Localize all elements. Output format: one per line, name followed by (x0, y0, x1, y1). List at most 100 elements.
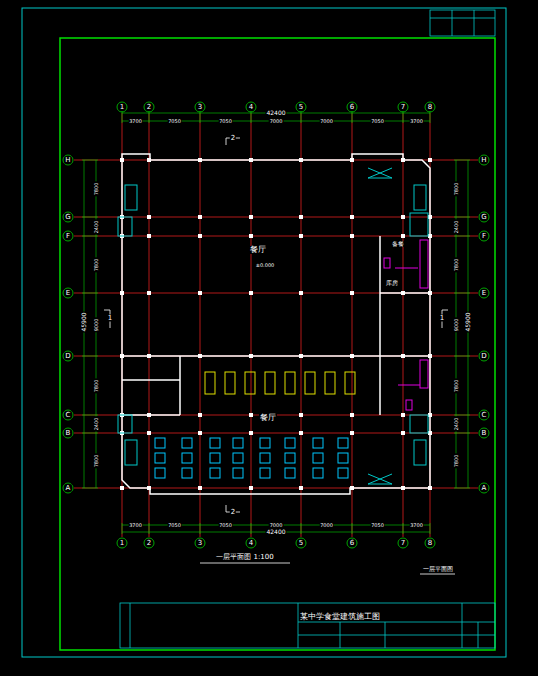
dimension-tick (454, 415, 470, 416)
axis-bubble (144, 102, 154, 112)
dimension-tick (149, 523, 150, 534)
dimension-text: 3700 (128, 119, 143, 124)
axis-number: 8 (427, 104, 433, 111)
dimension-text: 45900 (465, 311, 471, 332)
axis-bubble (144, 538, 154, 548)
dining-table (233, 438, 243, 448)
dining-table (338, 453, 348, 463)
axis-number: 4 (248, 104, 254, 111)
axis-bubble (246, 102, 256, 112)
dining-table (285, 453, 295, 463)
column (120, 486, 124, 490)
axis-number: 5 (298, 540, 304, 547)
dining-table (260, 438, 270, 448)
axis-bubble (117, 538, 127, 548)
dining-table (182, 468, 192, 478)
axis-bubble (63, 231, 73, 241)
column (401, 431, 405, 435)
dimension-text: 7800 (454, 257, 459, 272)
dimension-text: 7000 (269, 119, 284, 124)
dimension-text: 7800 (454, 378, 459, 393)
axis-bubble (296, 538, 306, 548)
axis-bubble (479, 231, 489, 241)
dining-table (285, 438, 295, 448)
dimension-text: 3700 (409, 523, 424, 528)
dimension-text: 2400 (454, 417, 459, 432)
dining-table (260, 453, 270, 463)
column (401, 215, 405, 219)
dimension-text: 7050 (370, 119, 385, 124)
dining-table (182, 438, 192, 448)
plan-label: 某中学食堂建筑施工图 (299, 613, 381, 621)
dimension-text: 7050 (218, 523, 233, 528)
axis-number: 2 (146, 540, 152, 547)
dimension-text: 2400 (94, 219, 99, 234)
dimension-text: 7800 (454, 181, 459, 196)
axis-line (74, 217, 478, 218)
axis-line (74, 356, 478, 357)
dimension-tick (82, 293, 98, 294)
dimension-text: 7050 (167, 523, 182, 528)
dining-table (155, 453, 165, 463)
axis-number: G (64, 214, 71, 221)
dimension-tick (454, 160, 470, 161)
column (249, 486, 253, 490)
column (428, 158, 432, 162)
dining-table (233, 453, 243, 463)
dimension-tick (454, 293, 470, 294)
dimension-text: 7800 (94, 257, 99, 272)
column (198, 486, 202, 490)
dimension-text: 42400 (265, 529, 286, 535)
dimension-text: 7800 (94, 378, 99, 393)
dimension-tick (403, 111, 404, 123)
plan-label: 2 (230, 509, 236, 516)
column (401, 413, 405, 417)
dimension-text: 9000 (94, 317, 99, 332)
dimension-tick (454, 488, 470, 489)
dimension-tick (454, 356, 470, 357)
axis-number: H (64, 157, 71, 164)
dining-table (265, 372, 275, 394)
axis-bubble (479, 155, 489, 165)
column (401, 234, 405, 238)
dining-table (325, 372, 335, 394)
dimension-tick (82, 217, 98, 218)
column (198, 234, 202, 238)
axis-line (301, 113, 302, 537)
dimension-tick (251, 523, 252, 534)
dimension-tick (454, 236, 470, 237)
dimension-tick (82, 415, 98, 416)
axis-number: D (64, 353, 71, 360)
plan-label: 库房 (385, 280, 399, 286)
dimension-tick (454, 217, 470, 218)
axis-number: A (481, 485, 488, 492)
axis-number: F (481, 233, 487, 240)
dimension-tick (82, 356, 98, 357)
axis-bubble (63, 483, 73, 493)
column (299, 234, 303, 238)
dimension-tick (454, 433, 470, 434)
dimension-text: 45900 (81, 311, 87, 332)
dimension-tick (352, 111, 353, 123)
dimension-tick (82, 433, 98, 434)
dimension-tick (403, 523, 404, 534)
plan-label: 备餐 (391, 241, 405, 247)
axis-number: 7 (400, 104, 406, 111)
column (350, 413, 354, 417)
dimension-tick (251, 111, 252, 123)
column (147, 234, 151, 238)
axis-bubble (63, 351, 73, 361)
axis-number: 5 (298, 104, 304, 111)
column (249, 215, 253, 219)
axis-bubble (195, 102, 205, 112)
axis-bubble (479, 351, 489, 361)
axis-line (200, 113, 201, 537)
dimension-text: 7000 (319, 523, 334, 528)
dimension-tick (82, 160, 98, 161)
plan-label: 餐厅 (249, 246, 267, 254)
column (147, 431, 151, 435)
axis-line (149, 113, 150, 537)
plan-label: 1 (439, 315, 445, 322)
dimension-tick (430, 523, 431, 534)
